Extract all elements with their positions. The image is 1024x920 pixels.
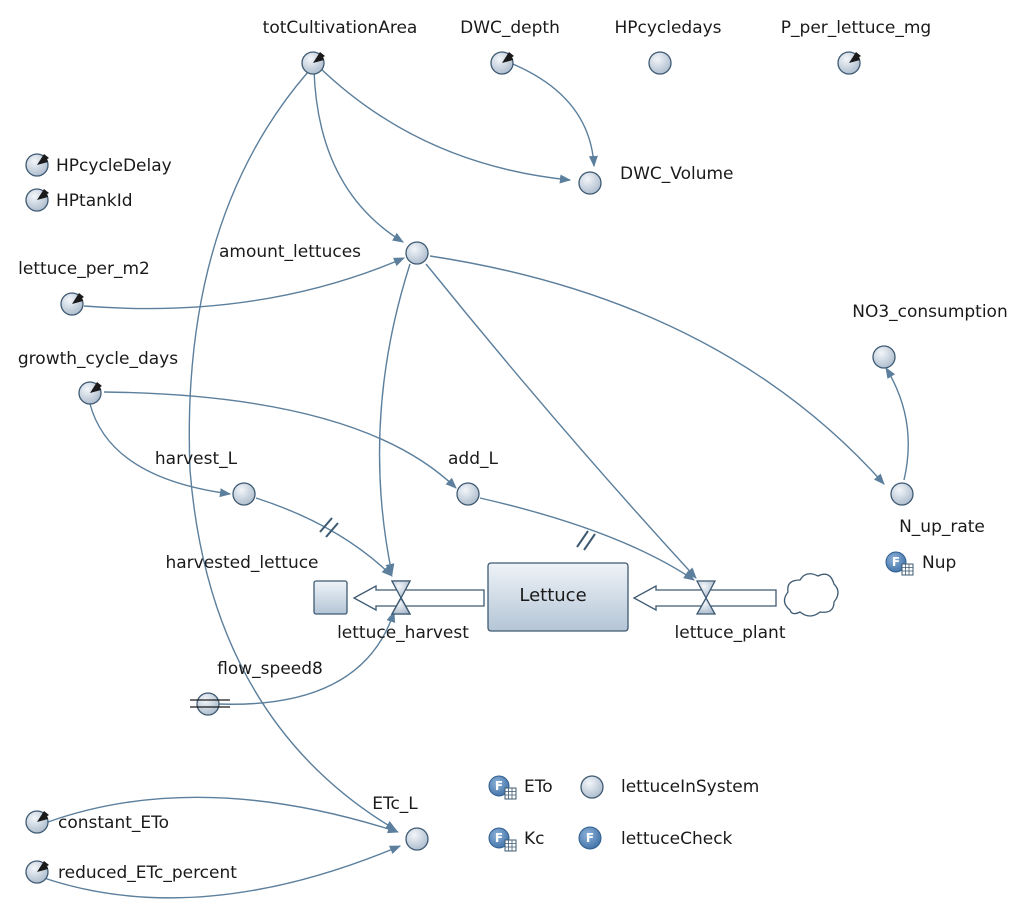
links xyxy=(43,61,909,899)
link-lettuce-per-m2-to-amount[interactable] xyxy=(83,257,406,310)
variable-nodes xyxy=(190,51,914,851)
param-constant-eto[interactable] xyxy=(25,810,49,834)
flow-harvest-pipe[interactable] xyxy=(352,584,485,612)
param-totcultivationarea[interactable] xyxy=(301,51,325,75)
delay-mark-plant-1 xyxy=(576,530,589,548)
param-lettuce-per-m2[interactable] xyxy=(60,292,84,316)
node-n-up-rate[interactable] xyxy=(890,482,914,506)
label-nup: Nup xyxy=(922,553,956,573)
label-lettuce-per-m2: lettuce_per_m2 xyxy=(18,259,150,279)
delay-mark-harvest-2 xyxy=(325,522,339,538)
labels: totCultivationArea DWC_depth HPcycledays… xyxy=(18,18,1008,883)
param-p-per-lettuce-mg[interactable] xyxy=(837,51,861,75)
label-harvested-lettuce: harvested_lettuce xyxy=(165,553,318,573)
node-flow-speed8[interactable] xyxy=(190,692,230,716)
label-lettucecheck: lettuceCheck xyxy=(621,829,733,849)
label-flow-speed8: flow_speed8 xyxy=(217,659,323,679)
function-lettucecheck[interactable]: F xyxy=(578,826,602,850)
link-amount-to-plant-valve[interactable] xyxy=(425,263,697,579)
label-no3-consumption: NO3_consumption xyxy=(852,302,1007,322)
valve-lettuce-harvest[interactable] xyxy=(390,580,412,615)
delay-mark-harvest-1 xyxy=(319,517,333,533)
param-growth-cycle-days[interactable] xyxy=(78,381,102,405)
function-badge-letter: F xyxy=(586,831,594,845)
link-growth-to-harvest-l[interactable] xyxy=(89,403,232,498)
function-badge-letter: F xyxy=(495,831,503,845)
label-dwc-volume: DWC_Volume xyxy=(620,164,734,184)
label-hptankid: HPtankId xyxy=(56,191,133,211)
label-dwc-depth: DWC_depth xyxy=(460,18,560,38)
link-growth-to-add-l[interactable] xyxy=(103,391,457,489)
label-n-up-rate: N_up_rate xyxy=(899,517,985,537)
label-amount-lettuces: amount_lettuces xyxy=(219,242,361,262)
table-icon xyxy=(504,787,517,800)
stock-lettuce[interactable] xyxy=(487,562,629,632)
function-nup[interactable]: F xyxy=(885,551,914,576)
label-kc: Kc xyxy=(524,829,545,849)
valve-lettuce-plant[interactable] xyxy=(695,580,717,615)
label-constant-eto: constant_ETo xyxy=(58,813,169,833)
label-reduced-etc-percent: reduced_ETc_percent xyxy=(58,863,237,883)
param-hptankid[interactable] xyxy=(25,188,49,212)
param-dwc-depth[interactable] xyxy=(490,51,514,75)
label-harvest-l: harvest_L xyxy=(155,449,238,469)
link-area-to-amount-lettuces[interactable] xyxy=(313,69,404,243)
flow-plant-pipe[interactable] xyxy=(632,584,777,612)
node-no3-consumption[interactable] xyxy=(872,345,896,369)
label-add-l: add_L xyxy=(448,449,498,469)
label-hpcycledays: HPcycledays xyxy=(614,18,721,38)
node-amount-lettuces[interactable] xyxy=(405,241,429,265)
node-dwc-volume[interactable] xyxy=(578,171,602,195)
label-etc-l: ETc_L xyxy=(372,794,418,814)
function-kc[interactable]: F xyxy=(488,827,517,852)
delay-marks xyxy=(319,517,596,551)
function-eto[interactable]: F xyxy=(488,775,517,800)
node-etc-l[interactable] xyxy=(405,827,429,851)
label-totcultivationarea: totCultivationArea xyxy=(263,18,418,38)
label-lettuceinsystem: lettuceInSystem xyxy=(621,777,759,797)
node-hpcycledays[interactable] xyxy=(648,51,672,75)
label-eto: ETo xyxy=(524,777,553,797)
cloud-source-icon[interactable] xyxy=(783,573,839,617)
label-growth-cycle-days: growth_cycle_days xyxy=(18,349,178,369)
function-badge-letter: F xyxy=(495,779,503,793)
sink-harvested-lettuce[interactable] xyxy=(313,580,348,615)
node-add-l[interactable] xyxy=(456,482,480,506)
node-lettuceinsystem[interactable] xyxy=(580,775,604,799)
link-dwc-depth-to-dwc-volume[interactable] xyxy=(507,61,598,168)
label-hpcycledelay: HPcycleDelay xyxy=(56,156,172,176)
table-icon xyxy=(901,563,914,576)
link-area-to-dwc-volume[interactable] xyxy=(317,65,572,184)
stock-lettuce-label: Lettuce xyxy=(519,585,586,606)
label-lettuce-harvest: lettuce_harvest xyxy=(337,623,469,643)
link-amount-to-n-up-rate[interactable] xyxy=(429,255,885,485)
param-reduced-etc-percent[interactable] xyxy=(25,860,49,884)
node-harvest-l[interactable] xyxy=(232,482,256,506)
param-hpcycledelay[interactable] xyxy=(25,153,49,177)
delay-mark-plant-2 xyxy=(583,533,596,551)
parameter-nodes xyxy=(25,51,861,884)
link-amount-to-harvest-valve[interactable] xyxy=(378,263,411,576)
link-flow-speed-to-valve[interactable] xyxy=(199,610,396,705)
link-add-l-to-valve[interactable] xyxy=(479,497,695,581)
label-lettuce-plant: lettuce_plant xyxy=(675,623,786,643)
link-constant-eto-to-etc[interactable] xyxy=(47,796,400,834)
label-p-per-lettuce-mg: P_per_lettuce_mg xyxy=(781,18,931,38)
link-n-up-rate-to-no3[interactable] xyxy=(885,367,909,481)
function-badge-letter: F xyxy=(892,555,900,569)
table-icon xyxy=(504,839,517,852)
link-reduced-etc-to-etc[interactable] xyxy=(43,845,402,899)
link-area-to-etc[interactable] xyxy=(188,71,397,831)
